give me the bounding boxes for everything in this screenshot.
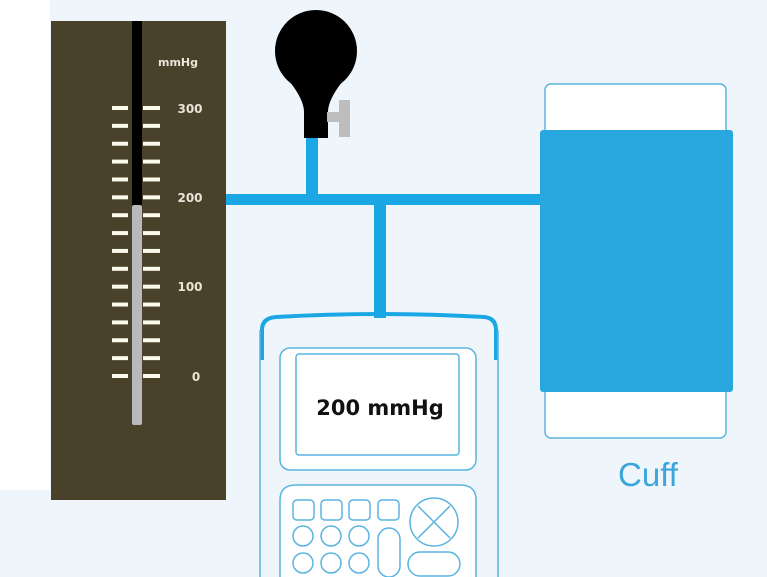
scale-tick xyxy=(112,356,128,361)
scale-tick xyxy=(112,338,128,343)
scale-label-300: 300 xyxy=(177,102,202,116)
scale-tick xyxy=(112,177,128,182)
scale-tick xyxy=(112,266,128,271)
scale-tick xyxy=(143,159,160,164)
scale-tick xyxy=(112,195,128,200)
scale-tick xyxy=(112,106,128,110)
scale-tick xyxy=(112,213,128,218)
scale-tick xyxy=(143,320,160,325)
mercury-manometer: mmHg 300 200 100 0 xyxy=(51,21,226,500)
scale-tick xyxy=(112,248,128,253)
scale-tick xyxy=(112,302,128,307)
air-tubing xyxy=(226,136,542,318)
manometer-tube-empty xyxy=(132,21,142,207)
scale-tick xyxy=(143,123,160,128)
scale-tick xyxy=(143,266,160,271)
scale-tick xyxy=(143,248,160,253)
calibrator-display-value: 200 mmHg xyxy=(316,396,444,420)
scale-tick xyxy=(143,356,160,361)
release-valve-icon[interactable] xyxy=(327,100,350,137)
mercury-column xyxy=(132,205,142,425)
scale-ticks xyxy=(112,106,160,378)
inflation-bulb[interactable] xyxy=(275,10,357,138)
scale-label-0: 0 xyxy=(192,370,200,384)
scale-tick xyxy=(112,320,128,325)
scale-tick xyxy=(112,231,128,236)
left-white-strip xyxy=(0,0,50,490)
scale-tick xyxy=(143,177,160,182)
cuff: Cuff xyxy=(540,83,733,493)
pressure-calibrator: 200 mmHg xyxy=(259,312,499,577)
scale-tick xyxy=(143,213,160,218)
scale-label-100: 100 xyxy=(177,280,202,294)
scale-tick xyxy=(112,159,128,164)
scale-tick xyxy=(143,338,160,343)
scale-tick xyxy=(143,141,160,146)
scale-tick xyxy=(143,231,160,236)
unit-label: mmHg xyxy=(158,56,198,69)
scale-tick xyxy=(112,123,128,128)
scale-tick xyxy=(143,302,160,307)
scale-tick xyxy=(143,106,160,110)
cuff-label: Cuff xyxy=(618,456,679,493)
scale-tick xyxy=(143,284,160,289)
scale-label-200: 200 xyxy=(177,191,202,205)
scale-tick xyxy=(112,374,128,378)
calibrator-screen xyxy=(295,353,460,456)
scale-tick xyxy=(143,374,160,378)
calibrator-keypad[interactable] xyxy=(292,497,461,577)
scale-tick xyxy=(112,141,128,146)
scale-tick xyxy=(143,195,160,200)
navigation-pad-icon xyxy=(409,497,459,547)
scale-tick xyxy=(112,284,128,289)
